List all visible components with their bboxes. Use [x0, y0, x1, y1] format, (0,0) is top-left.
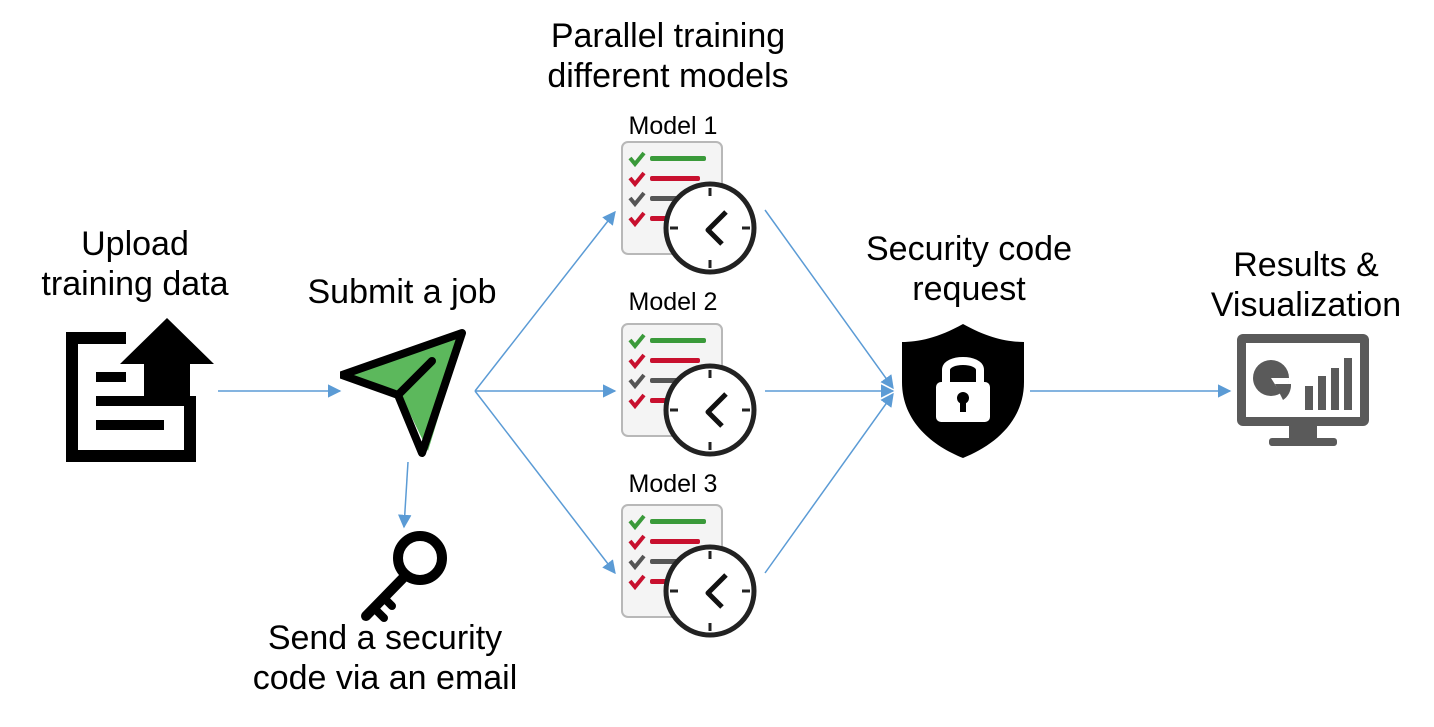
parallel-training-label: Parallel training different models — [547, 17, 789, 96]
security-request-label: Security code request — [866, 230, 1072, 309]
model-3-label: Model 3 — [628, 470, 718, 498]
arrow-model1-to-shield — [764, 209, 894, 390]
submit-job-label: Submit a job — [307, 273, 497, 311]
checklist-clock-icon-model-1 — [621, 141, 757, 275]
model-1-label: Model 1 — [628, 112, 718, 140]
checklist-clock-icon-model-3 — [621, 504, 757, 638]
results-label: Results & Visualization — [1210, 246, 1402, 325]
upload-label: Upload training data — [41, 225, 229, 304]
monitor-chart-icon — [1237, 334, 1369, 446]
arrow-submit-to-model1 — [474, 210, 616, 392]
arrow-model3-to-shield — [764, 392, 894, 574]
arrow-submit-to-model3 — [474, 390, 616, 575]
checklist-clock-icon-model-2 — [621, 323, 757, 457]
arrow-submit-to-key — [398, 461, 412, 529]
model-2-label: Model 2 — [628, 288, 718, 316]
shield-lock-icon — [902, 324, 1024, 458]
key-icon — [361, 531, 447, 622]
email-security-label: Send a security code via an email — [252, 619, 518, 698]
upload-document-icon — [66, 318, 214, 462]
paper-plane-icon — [340, 329, 466, 457]
